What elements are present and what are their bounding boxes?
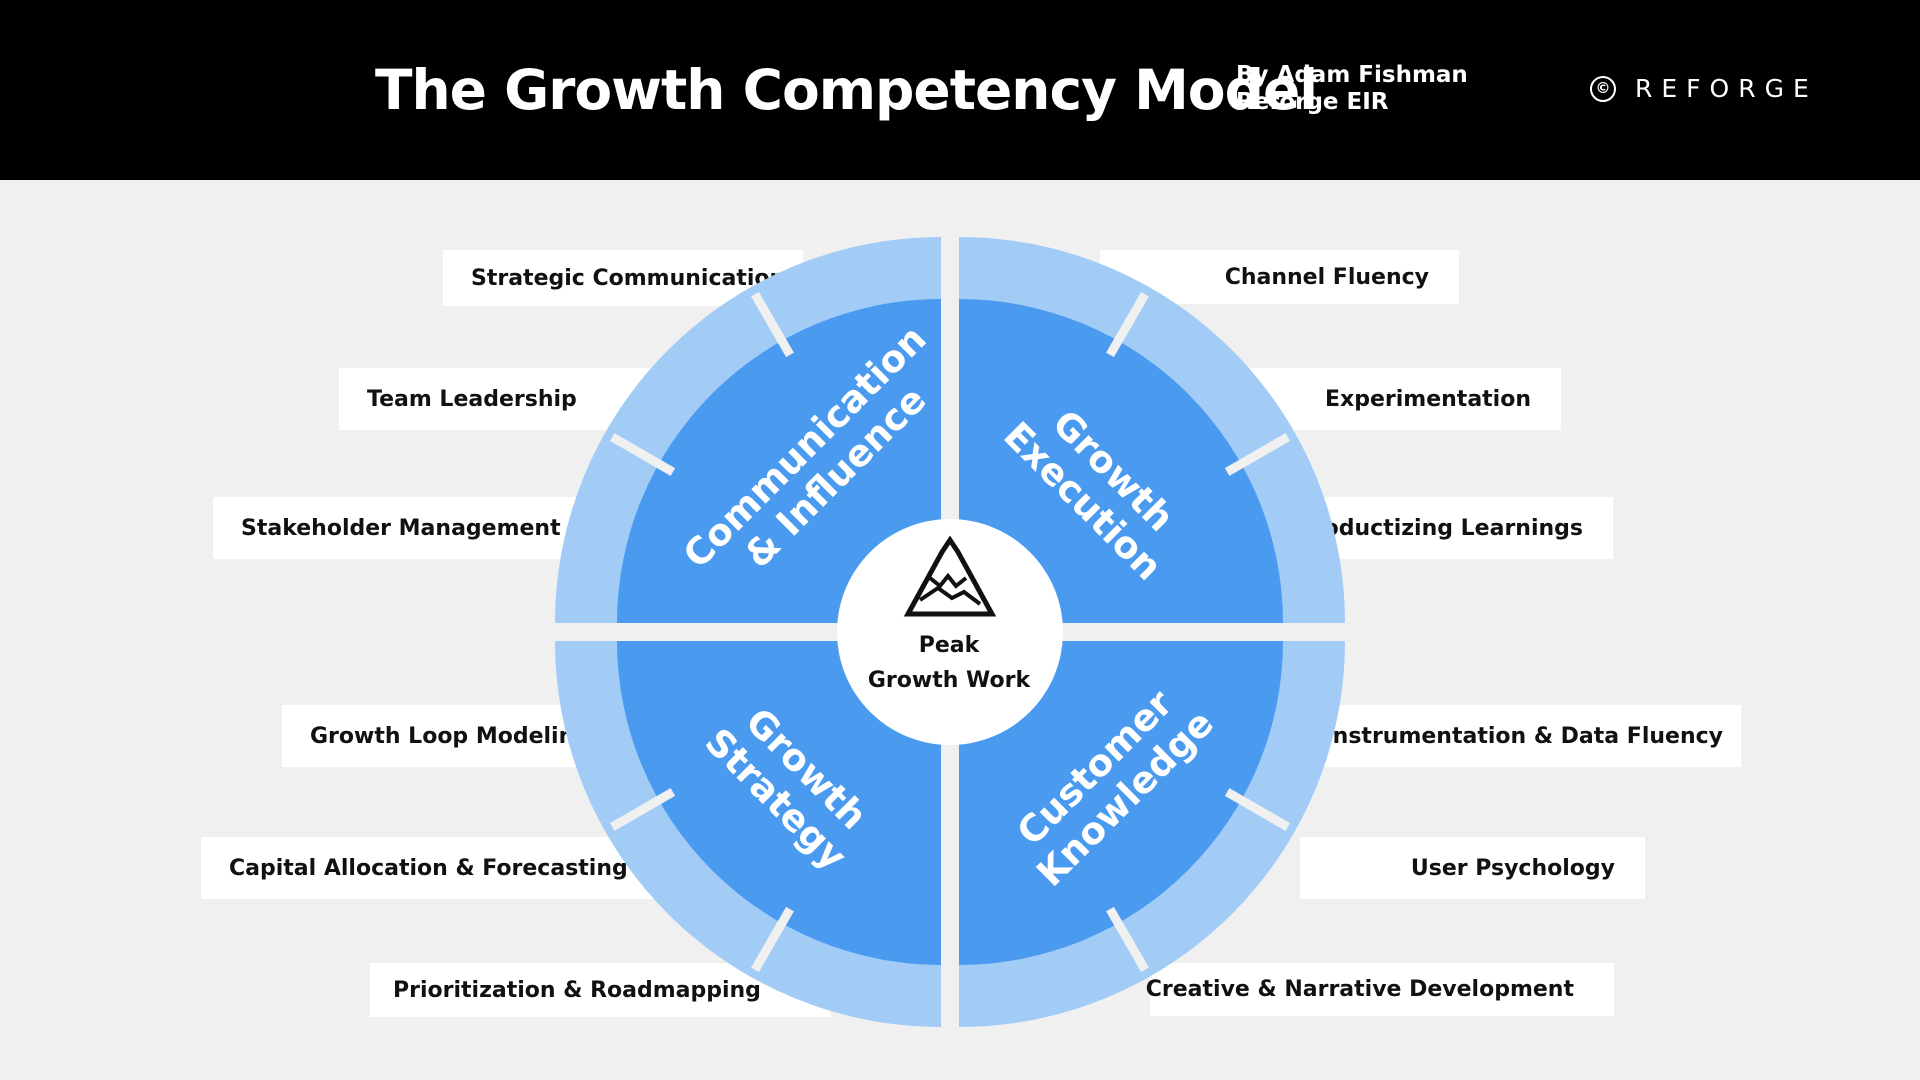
inner-quadrant <box>617 299 941 623</box>
center-label: Peak Growth Work <box>838 628 1060 698</box>
competency-label: Instrumentation & Data Fluency <box>1300 705 1741 767</box>
competency-label: Capital Allocation & Forecasting <box>201 837 701 899</box>
mountain-icon <box>903 535 997 617</box>
center-label-line1: Peak <box>918 633 980 658</box>
inner-quadrant <box>617 641 941 965</box>
inner-quadrant <box>959 299 1283 623</box>
byline-author: By Adam Fishman <box>1236 62 1468 88</box>
page-title: The Growth Competency Model <box>375 58 1318 122</box>
ring-divider <box>751 906 794 972</box>
inner-quadrant <box>959 641 1283 965</box>
ring-divider <box>1106 906 1149 972</box>
logo-wordmark: REFORGE <box>1635 74 1818 103</box>
byline-role: Reforge EIR <box>1236 89 1389 115</box>
competency-label: User Psychology <box>1300 837 1645 899</box>
competency-label: Productizing Learnings <box>1283 497 1613 559</box>
ring-divider <box>1106 292 1149 358</box>
ring-divider <box>1224 788 1290 831</box>
competency-label: Creative & Narrative Development <box>1146 963 1614 1016</box>
ring-divider <box>610 788 676 831</box>
competency-label: Strategic Communication <box>443 250 803 306</box>
competency-label: Prioritization & Roadmapping <box>370 963 830 1017</box>
author-byline: By Adam Fishman Reforge EIR <box>1236 62 1468 116</box>
ring-divider <box>1224 433 1290 476</box>
competency-label: Stakeholder Management <box>213 497 603 559</box>
ring-dividers <box>610 292 1290 972</box>
header-bar: The Growth Competency Model By Adam Fish… <box>0 0 1920 180</box>
copyright-icon: © <box>1590 75 1616 102</box>
reforge-logo: © REFORGE <box>1590 74 1818 103</box>
ring-divider <box>751 292 794 358</box>
center-label-line2: Growth Work <box>867 668 1031 693</box>
inner-disc <box>617 299 1283 965</box>
center-circle <box>837 519 1063 745</box>
ring-divider <box>610 433 676 476</box>
